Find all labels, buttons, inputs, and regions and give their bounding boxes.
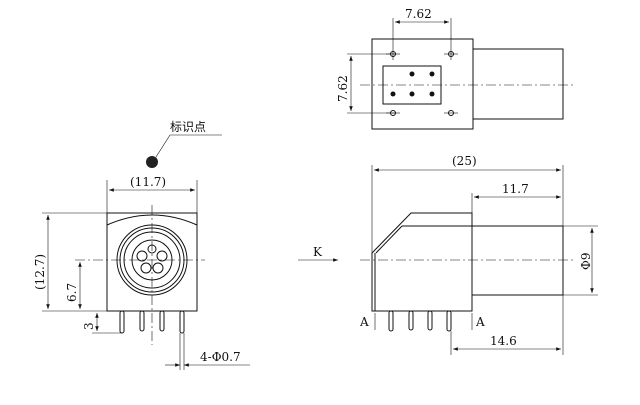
- mount-holes: [386, 51, 458, 116]
- view-arrow-label: K: [313, 245, 323, 259]
- width-dim: (11.7): [130, 175, 166, 189]
- section-label-right: A: [475, 315, 485, 329]
- front-view: 标识点 (11.7) (12.7) 6.7 3 4-Φ0.7: [33, 120, 250, 370]
- marker-label: 标识点: [170, 120, 206, 134]
- pitch-x-dim: 7.62: [405, 7, 432, 21]
- pin-offset-dim: 14.6: [490, 334, 517, 348]
- marker-dot-icon: [146, 156, 158, 168]
- top-view: 7.62 7.62: [336, 7, 575, 130]
- side-view: K A A (25) 11.7 Φ9 14.6: [298, 154, 598, 355]
- pin-length-dim: 3: [82, 322, 96, 330]
- center-height-dim: 6.7: [65, 283, 79, 302]
- side-pins: [388, 310, 452, 332]
- pitch-y-dim: 7.62: [336, 75, 350, 102]
- length-dim: (25): [452, 154, 477, 168]
- diameter-dim: Φ9: [579, 253, 593, 270]
- front-pins: [119, 310, 185, 334]
- section-label-left: A: [359, 315, 369, 329]
- pin-dots: [390, 71, 435, 97]
- cylinder-length-dim: 11.7: [502, 182, 529, 196]
- height-dim: (12.7): [33, 254, 47, 290]
- pin-dim: 4-Φ0.7: [200, 350, 241, 364]
